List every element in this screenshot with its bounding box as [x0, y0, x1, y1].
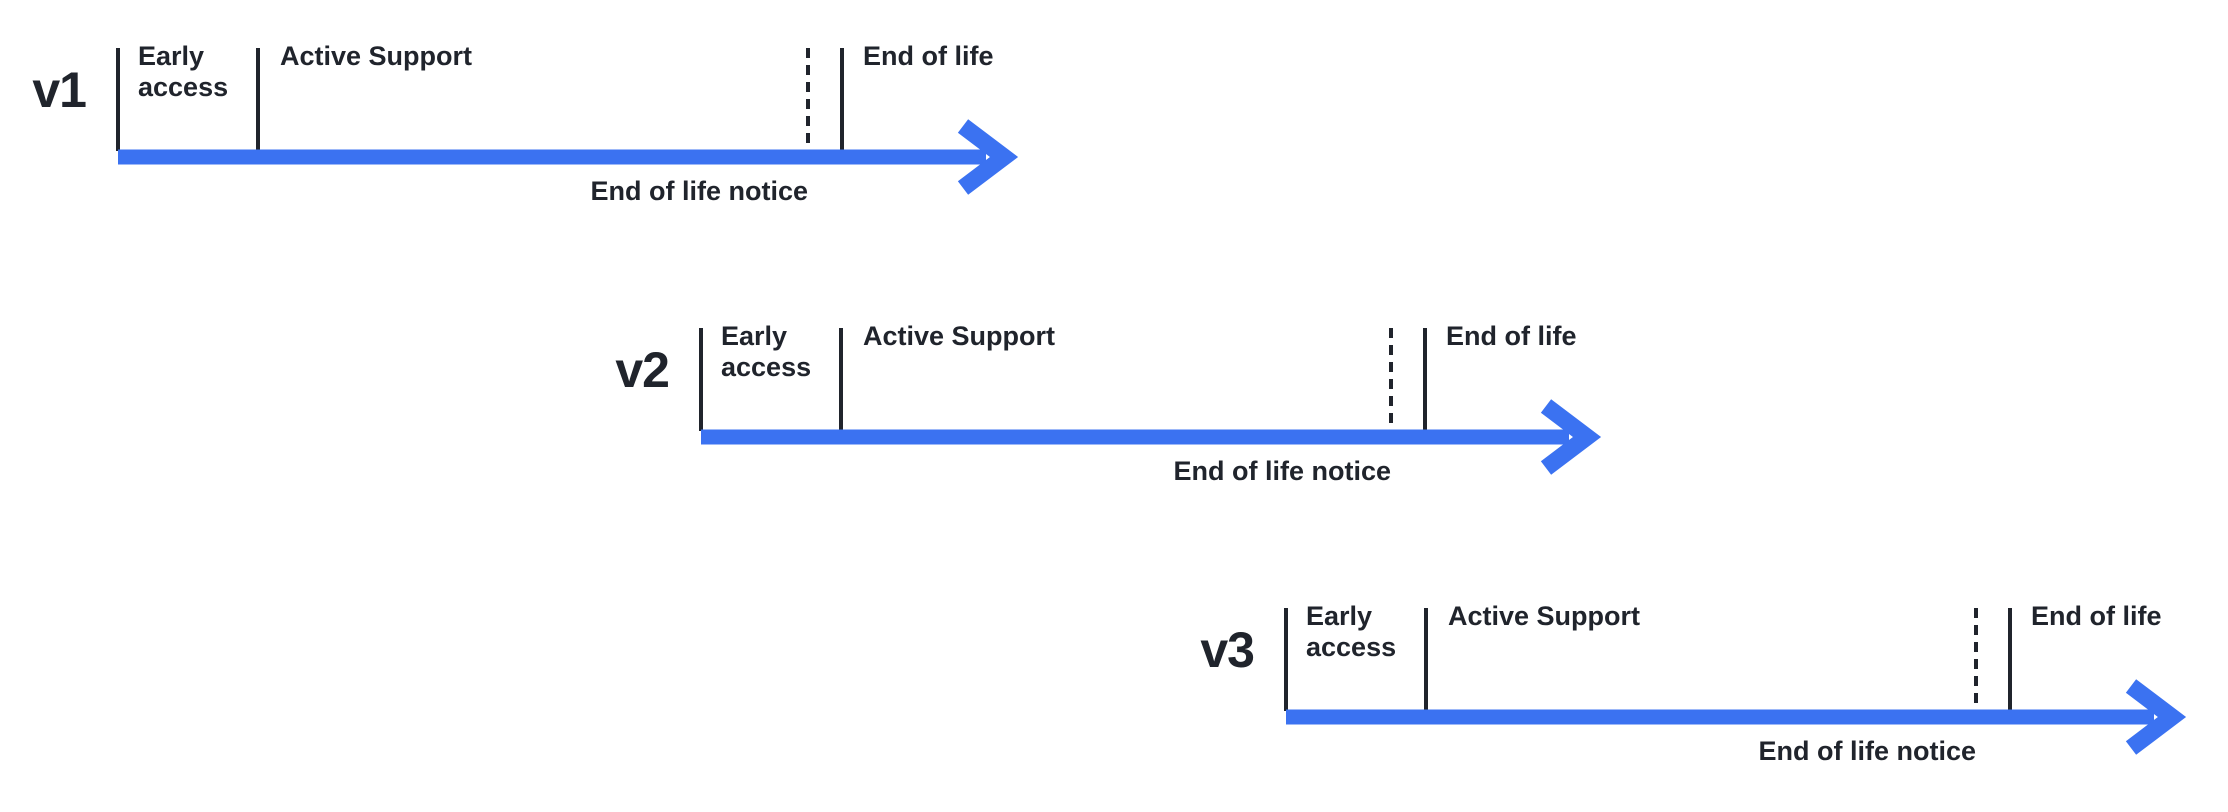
end-of-life-notice-dashed-tick — [806, 48, 810, 151]
early-access-label: Early access — [1306, 601, 1397, 662]
early-access-start-tick — [116, 48, 120, 151]
end-of-life-notice-label: End of life notice — [1173, 456, 1391, 486]
end-of-life-notice-dashed-tick — [1389, 328, 1393, 431]
end-of-life-tick — [840, 48, 844, 151]
early-access-label: Early access — [721, 321, 812, 382]
active-support-label: Active Support — [863, 321, 1056, 351]
end-of-life-tick — [1423, 328, 1427, 431]
active-support-start-tick — [1424, 608, 1428, 711]
version-label: v2 — [615, 342, 670, 398]
arrowhead-icon — [957, 119, 1019, 195]
timeline-arrow — [118, 119, 1019, 195]
end-of-life-label: End of life — [1446, 321, 1577, 351]
end-of-life-tick — [2008, 608, 2012, 711]
end-of-life-notice-label: End of life notice — [590, 176, 808, 206]
timeline-arrow — [1286, 679, 2187, 755]
version-label: v1 — [32, 62, 87, 118]
early-access-start-tick — [1284, 608, 1288, 711]
end-of-life-label: End of life — [863, 41, 994, 71]
end-of-life-notice-dashed-tick — [1974, 608, 1978, 711]
active-support-label: Active Support — [280, 41, 473, 71]
arrowhead-icon — [1540, 399, 1602, 475]
version-label: v3 — [1200, 622, 1255, 678]
active-support-start-tick — [256, 48, 260, 151]
early-access-start-tick — [699, 328, 703, 431]
end-of-life-notice-label: End of life notice — [1758, 736, 1976, 766]
arrowhead-icon — [2125, 679, 2187, 755]
timeline-arrow — [701, 399, 1602, 475]
active-support-label: Active Support — [1448, 601, 1641, 631]
early-access-label: Early access — [138, 41, 229, 102]
end-of-life-label: End of life — [2031, 601, 2162, 631]
active-support-start-tick — [839, 328, 843, 431]
